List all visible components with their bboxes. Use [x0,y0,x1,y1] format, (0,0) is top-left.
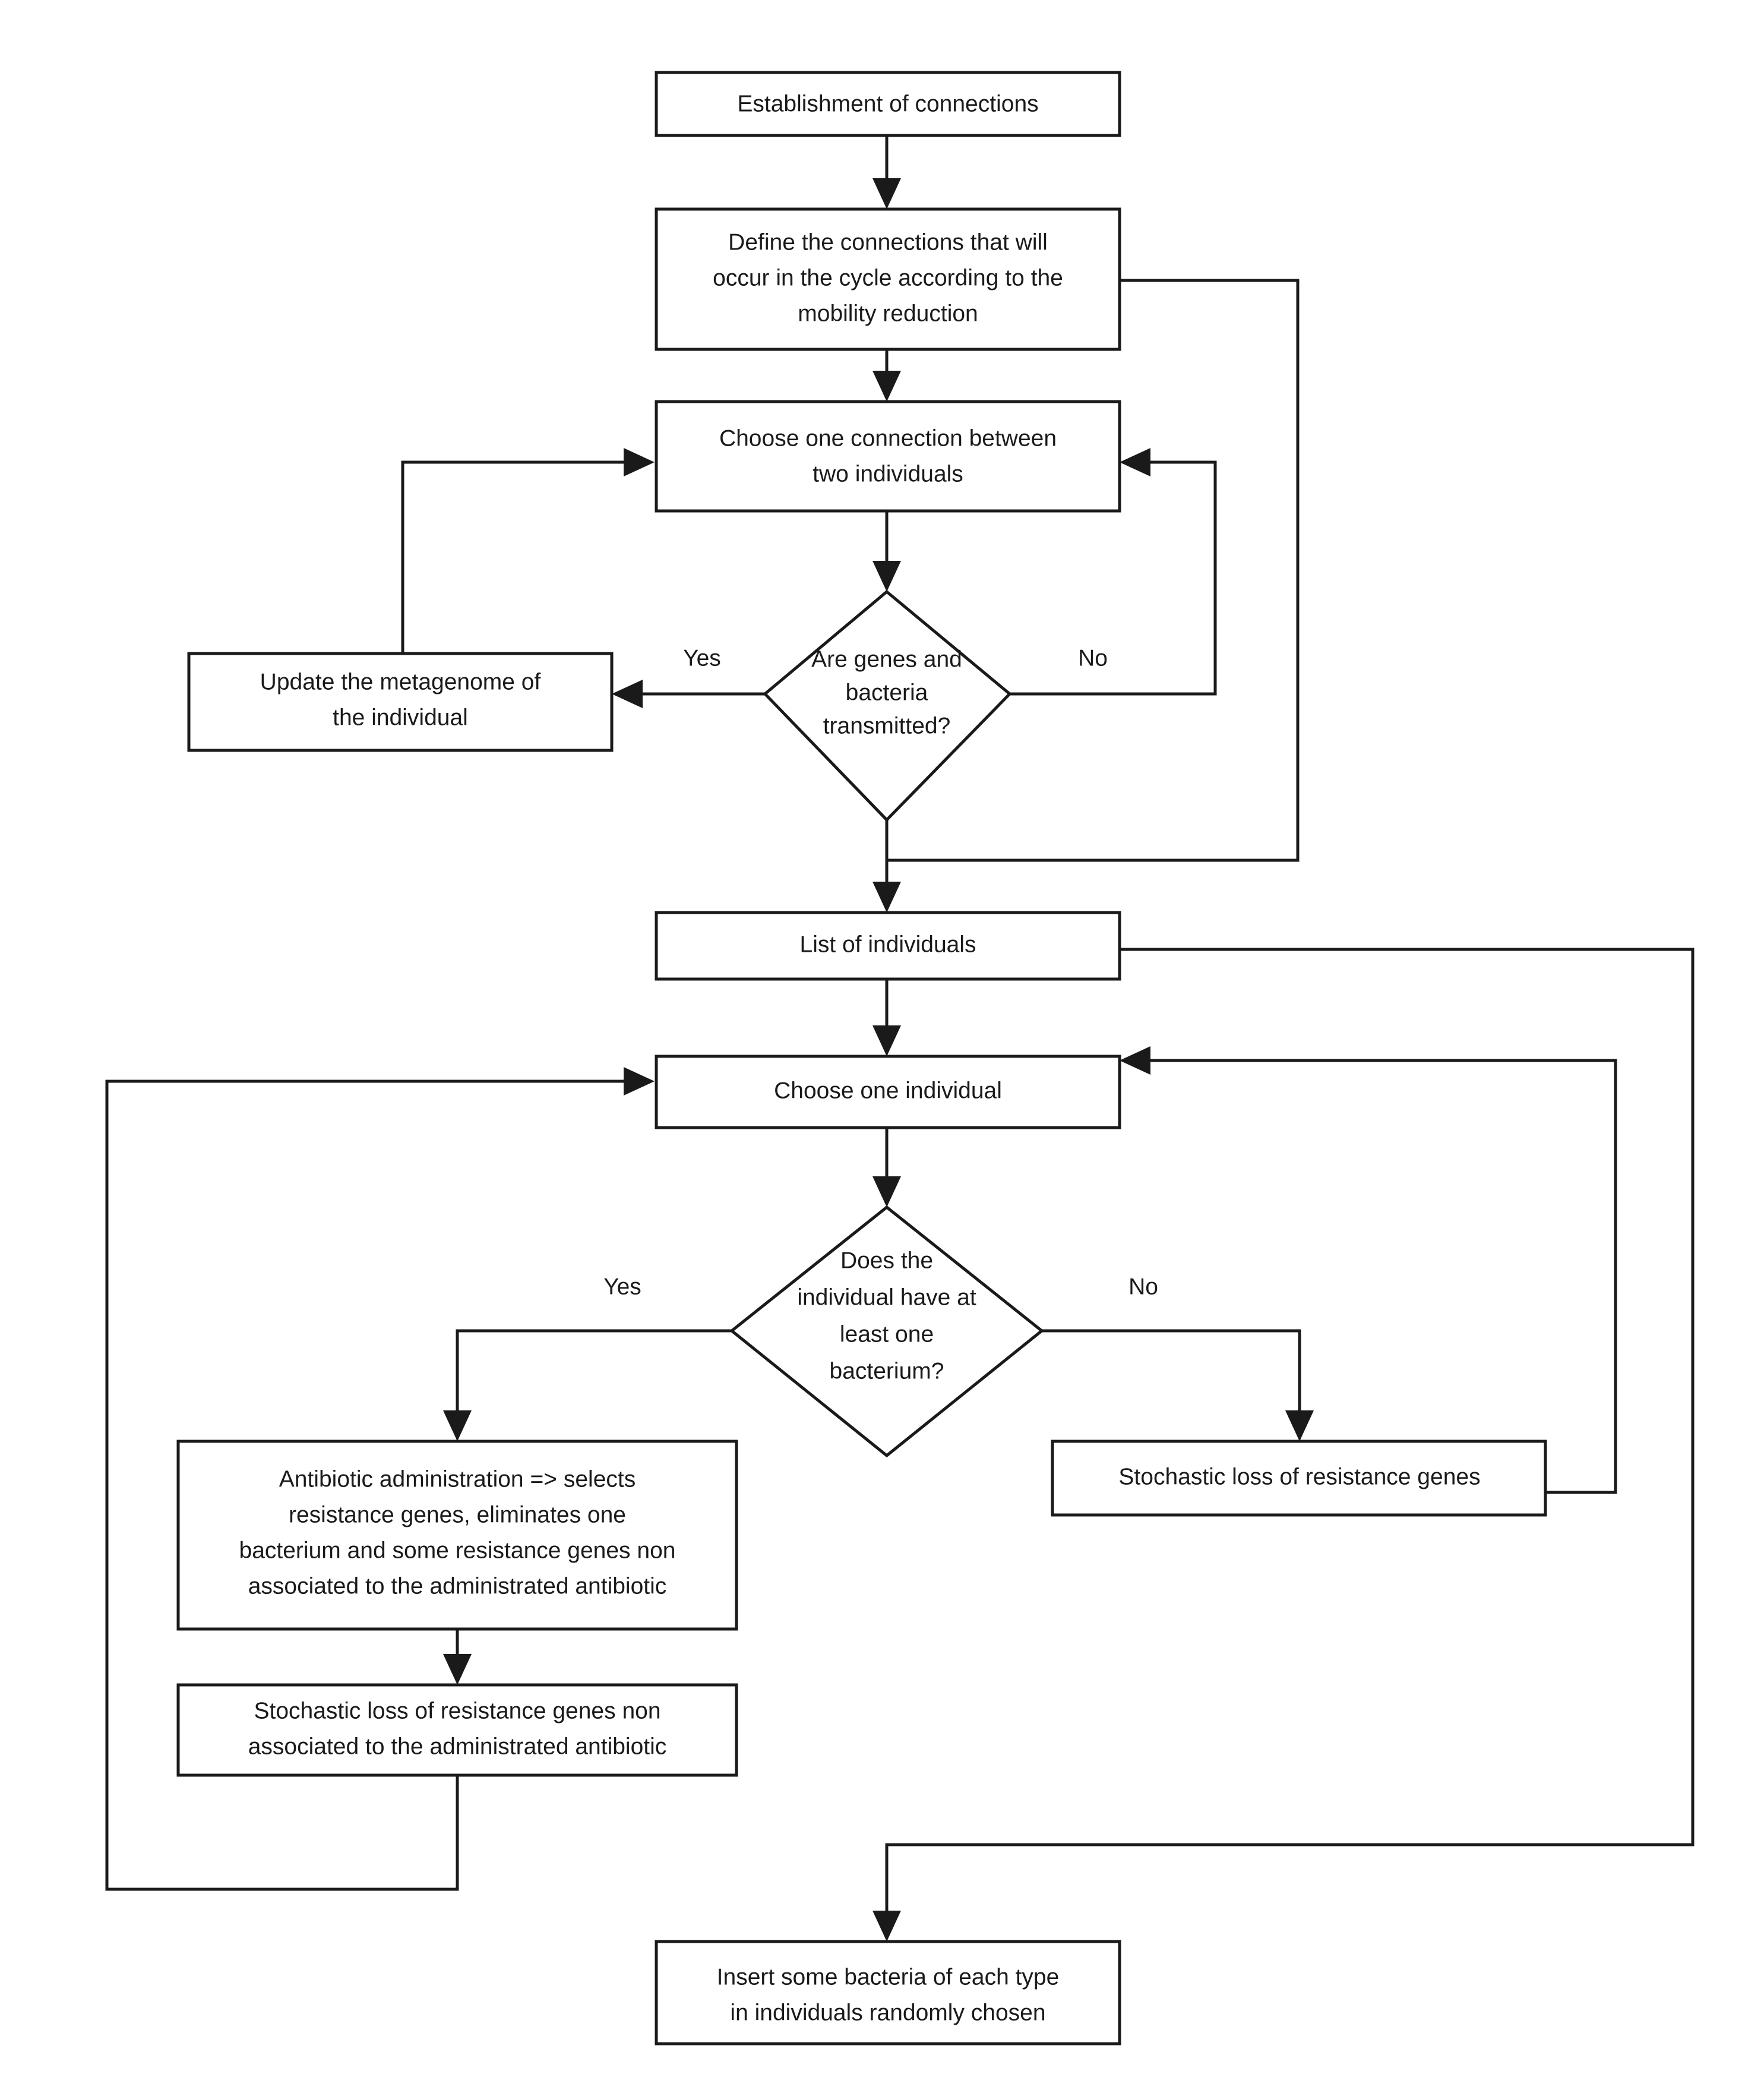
node-define-connections[interactable]: Define the connections that will occur i… [655,207,1121,351]
edge-bacterium-yes-to-antibiotic [443,1329,732,1441]
node-label-line-3: bacterium and some resistance genes non [239,1538,676,1563]
edge-list-to-choose-individual [872,979,901,1056]
node-label-line-1: Antibiotic administration => selects [279,1466,636,1492]
node-update-metagenome[interactable]: Update the metagenome of the individual [187,652,614,752]
node-label-line-1: Define the connections that will [728,229,1048,255]
node-label-line-2: bacteria [846,680,928,705]
node-label-line-3: least one [840,1321,934,1347]
node-choose-individual[interactable]: Choose one individual [655,1055,1121,1129]
node-label: Choose one individual [774,1078,1002,1103]
edge-choose-connection-to-decision [872,511,901,592]
node-stochastic-loss-non-associated[interactable]: Stochastic loss of resistance genes non … [176,1683,738,1777]
node-label-line-1: Does the [840,1248,933,1273]
edge-define-to-list-individuals [872,279,1300,913]
node-choose-connection[interactable]: Choose one connection between two indivi… [655,400,1121,513]
node-label: Establishment of connections [737,91,1038,116]
edge-transmit-yes-to-update [612,680,765,708]
node-stochastic-loss[interactable]: Stochastic loss of resistance genes [1051,1440,1547,1517]
edge-define-to-choose-connection [872,349,901,402]
edge-stochastic-non-assoc-to-choose-individual [105,1067,655,1891]
node-label-line-1: Stochastic loss of resistance genes non [254,1698,660,1723]
node-label-line-3: mobility reduction [798,301,978,326]
edge-stochastic-loss-to-choose-individual [1120,1046,1617,1494]
node-label: Stochastic loss of resistance genes [1118,1464,1480,1489]
node-label-line-1: Update the metagenome of [260,669,541,695]
edge-list-to-insert-bacteria [872,948,1695,1942]
node-bacterium-decision[interactable]: Does the individual have at least one ba… [729,1205,1044,1458]
node-label-line-1: Choose one connection between [719,425,1057,451]
node-establishment-of-connections[interactable]: Establishment of connections [655,71,1121,137]
edge-choose-individual-to-decision [872,1128,901,1207]
node-label: List of individuals [800,932,976,957]
node-transmitted-decision[interactable]: Are genes and bacteria transmitted? [763,589,1012,822]
node-label-line-2: the individual [333,705,468,730]
node-label-line-2: occur in the cycle according to the [713,265,1063,291]
node-insert-bacteria[interactable]: Insert some bacteria of each type in ind… [655,1940,1121,2046]
edge-antibiotic-to-stochastic-non-assoc [443,1629,472,1685]
node-list-of-individuals[interactable]: List of individuals [655,911,1121,981]
edge-label-transmit-yes: Yes [683,645,721,671]
node-label-line-3: transmitted? [823,713,951,738]
node-label-line-2: individual have at [797,1284,976,1310]
node-label-line-4: bacterium? [830,1358,944,1384]
node-label-line-1: Are genes and [811,646,962,672]
edge-bacterium-no-to-stochastic-loss [1042,1329,1314,1441]
node-label-line-2: two individuals [813,461,963,487]
edge-label-bacterium-yes: Yes [603,1274,641,1299]
edge-establishment-to-define [872,135,901,209]
node-label-line-2: resistance genes, eliminates one [289,1502,626,1527]
edge-label-transmit-no: No [1078,645,1108,671]
edge-update-to-choose-connection [401,448,655,654]
edge-transmit-no-to-choose-connection [1009,448,1217,696]
edge-label-bacterium-no: No [1128,1274,1158,1299]
node-label-line-2: associated to the administrated antibiot… [248,1734,667,1759]
node-label-line-4: associated to the administrated antibiot… [248,1573,667,1599]
node-antibiotic-administration[interactable]: Antibiotic administration => selects res… [176,1440,738,1631]
node-label-line-1: Insert some bacteria of each type [717,1964,1060,1990]
node-label-line-2: in individuals randomly chosen [730,2000,1045,2025]
